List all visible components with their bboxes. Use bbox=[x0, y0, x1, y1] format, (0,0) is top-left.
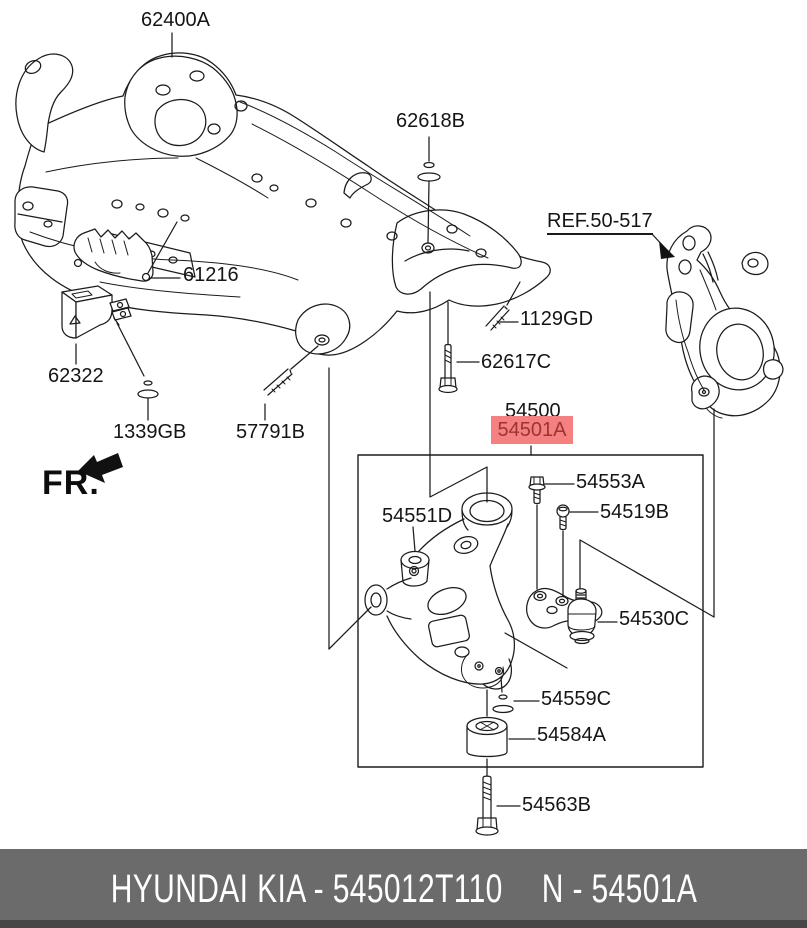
part-label-62618B: 62618B bbox=[396, 110, 465, 132]
part-label-62400A: 62400A bbox=[141, 9, 210, 31]
part-label-54584A: 54584A bbox=[537, 724, 606, 746]
fr-direction-arrow-icon bbox=[78, 453, 123, 483]
bolt-54553A-drawing bbox=[528, 476, 546, 505]
ball-joint-54530C-drawing bbox=[526, 587, 603, 645]
ref-arrowhead-icon bbox=[659, 241, 675, 259]
part-label-54563B: 54563B bbox=[522, 794, 591, 816]
footer-part-reference: N - 54501A bbox=[541, 867, 697, 911]
part-label-54519B: 54519B bbox=[600, 501, 669, 523]
nut-62618B-drawing bbox=[417, 161, 441, 182]
module-62322-drawing bbox=[61, 285, 132, 339]
footer-bar: HYUNDAI KIA - 545012T110 N - 54501A bbox=[0, 849, 807, 920]
highlighted-part-label-54501A: 54501A bbox=[491, 416, 573, 444]
nut-1339GB-drawing bbox=[137, 379, 159, 399]
footer-text: HYUNDAI KIA - 545012T110 N - 54501A bbox=[110, 857, 696, 912]
bolt-57791B-drawing bbox=[254, 368, 293, 401]
fr-direction-label: FR. bbox=[42, 464, 100, 502]
bracket-61216-drawing bbox=[73, 228, 154, 282]
part-label-1339GB: 1339GB bbox=[113, 421, 187, 443]
lower-control-arm-drawing bbox=[364, 492, 516, 690]
bolt-62617C-drawing bbox=[438, 343, 458, 394]
part-label-54559C: 54559C bbox=[541, 688, 612, 710]
leader-lines bbox=[75, 32, 715, 807]
crossmember-62400A-drawing bbox=[14, 52, 551, 356]
bolt-1129GD-drawing bbox=[477, 305, 510, 340]
reference-label-50-517: REF.50-517 bbox=[547, 210, 653, 235]
part-label-54530C: 54530C bbox=[619, 608, 690, 630]
footer-accent-strip bbox=[0, 920, 807, 928]
part-label-54551D: 54551D bbox=[382, 505, 453, 527]
nut-54559C-drawing bbox=[492, 693, 514, 714]
steering-knuckle-drawing bbox=[665, 225, 784, 419]
part-label-61216: 61216 bbox=[183, 264, 239, 286]
footer-brand-part-number: HYUNDAI KIA - 545012T110 bbox=[110, 867, 503, 911]
bolt-54563B-drawing bbox=[475, 775, 499, 836]
screw-54519B-drawing bbox=[556, 504, 570, 531]
part-label-54553A: 54553A bbox=[576, 471, 645, 493]
part-label-62322: 62322 bbox=[48, 365, 104, 387]
bushing-54584A-drawing bbox=[466, 716, 508, 758]
part-label-57791B: 57791B bbox=[236, 421, 305, 443]
part-label-62617C: 62617C bbox=[481, 351, 552, 373]
part-label-1129GD: 1129GD bbox=[520, 308, 594, 330]
